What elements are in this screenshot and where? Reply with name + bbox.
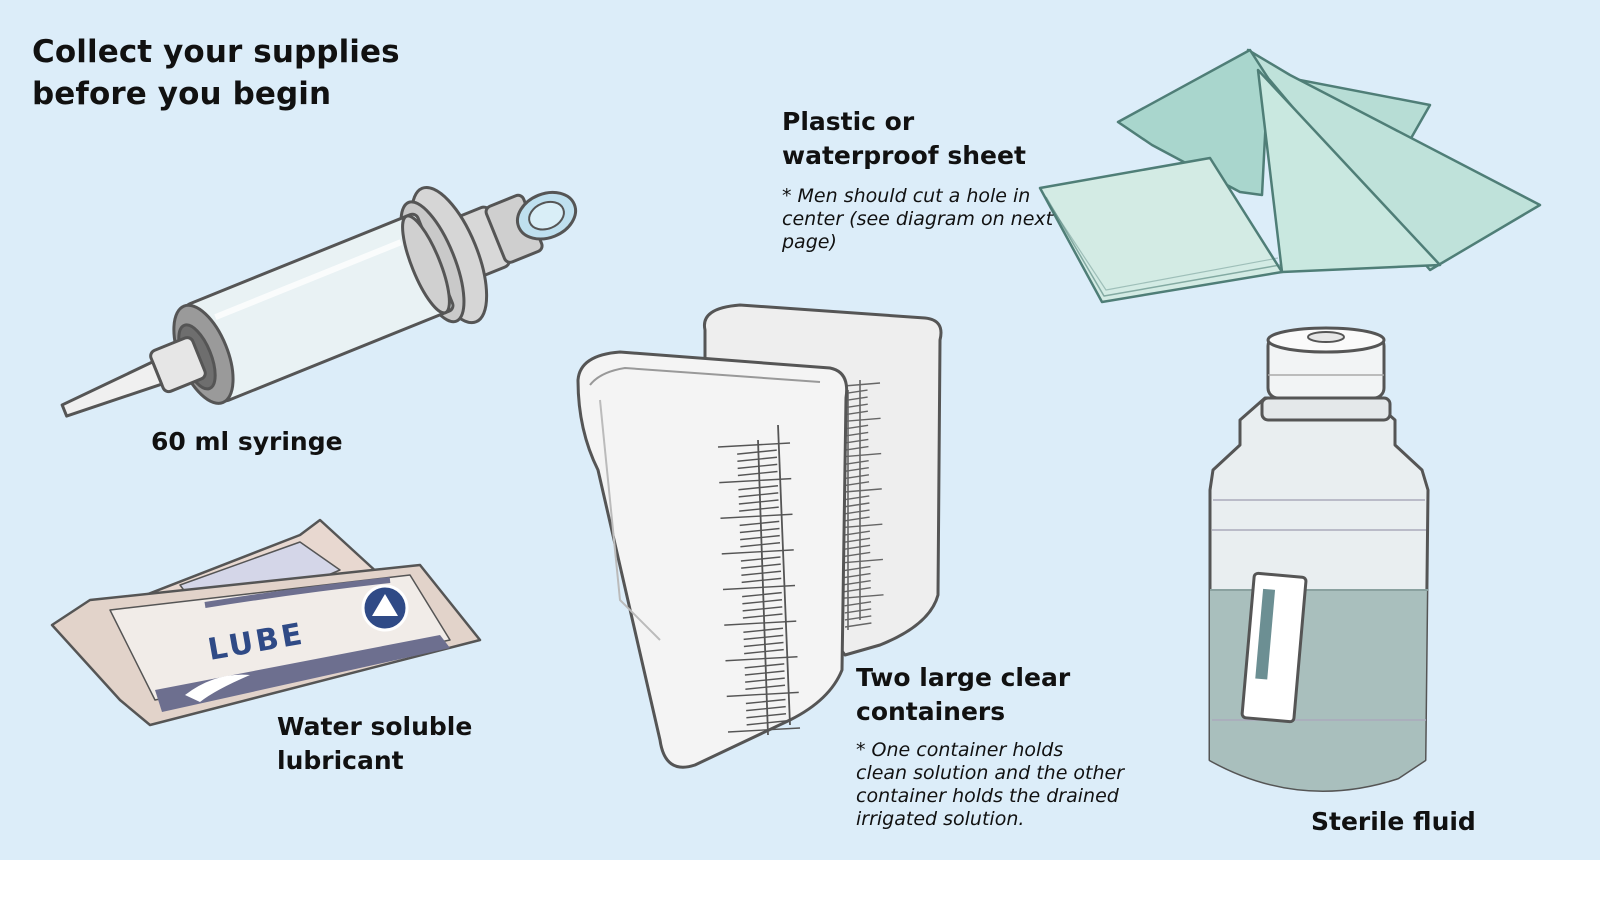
scale-tick [724,620,797,626]
containers-note-line1: * One container holds [856,739,1064,761]
lubricant-packets-icon [50,518,482,727]
scale-tick [737,470,778,477]
scale-tick [742,599,783,605]
containers-note-line3: container holds the drained [856,785,1119,807]
scale-tick [742,606,783,612]
scale-tick [725,656,798,662]
scale-tick [844,615,872,621]
page-heading-line2: before you begin [32,76,332,112]
containers-icon [576,303,943,769]
scale-tick [744,663,785,669]
scale-tick [842,474,870,480]
scale-tick [843,544,871,551]
scale-tick [843,516,870,522]
scale-tick [844,587,871,593]
lubricant-label-line2: lubricant [277,746,404,775]
page-heading: Collect your supplies before you begin [32,31,400,115]
scale-tick [737,463,778,470]
scale-tick [843,565,871,572]
scale-tick [743,627,784,633]
plastic-sheet-icon [1038,48,1542,304]
scale-tick [842,495,870,501]
scale-tick [740,534,780,541]
scale-tick [741,570,782,576]
sheet-label-line1: Plastic or [782,107,915,136]
scale-tick [844,572,871,579]
containers-label: Two large clear containers [856,661,1070,729]
scale-tick [742,591,782,598]
scale-tick [746,705,786,712]
scale-tick [745,698,786,705]
syringe-label: 60 ml syringe [151,427,343,456]
scale-tick [738,499,779,505]
scale-tick [842,502,870,508]
containers-note-line4: irrigated solution. [856,808,1025,830]
scale-tick [745,677,785,683]
scale-tick [843,509,870,515]
scale-tick [722,584,796,591]
scale-tick [842,467,869,473]
scale-tick [741,577,782,584]
scale-tick [746,713,787,719]
scale-tick [843,530,870,536]
scale-tick [746,720,787,726]
scale-tick [744,648,784,655]
scale-tick [738,492,779,498]
scale-tick [726,691,799,698]
page-heading-line1: Collect your supplies [32,34,400,70]
scale-tick [844,601,872,607]
scale-tick [844,608,872,614]
scale-tick [743,634,784,641]
scale-tick [843,537,871,543]
scale-tick [717,442,791,448]
containers-note: * One container holds clean solution and… [856,739,1124,831]
scale-tick [739,520,780,527]
sheet-label: Plastic or waterproof sheet [782,105,1026,173]
illustration-panel: LUBE Collect your supplies before you be… [0,0,1600,860]
supplies-illustration: LUBE [50,48,1542,792]
lubricant-label: Water soluble lubricant [277,710,472,778]
scale-tick [741,563,781,569]
scale-tick [738,485,779,491]
scale-tick [719,477,792,484]
scale-tick [843,551,871,558]
scale-tick [740,542,781,548]
sheet-label-line2: waterproof sheet [782,141,1026,170]
scale-tick [842,481,870,487]
lubricant-label-line1: Water soluble [277,712,473,741]
scale-tick [739,506,779,512]
sheet-note-line3: page) [782,231,837,253]
sterile-fluid-bottle-icon [1208,326,1430,792]
scale-tick [727,727,801,733]
scale-tick [744,670,785,676]
sheet-note: * Men should cut a hole in center (see d… [782,185,1053,254]
scale-tick [844,579,871,586]
scale-tick [844,622,872,628]
containers-note-line2: clean solution and the other [856,762,1125,784]
scale-tick [739,527,780,534]
containers-label-line1: Two large clear [856,663,1071,692]
scale-tick [743,641,784,648]
syringe-icon [60,185,578,418]
sheet-note-line2: center (see diagram on next [782,208,1054,230]
scale-tick [742,613,783,619]
scale-tick [842,459,869,466]
scale-tick [745,684,786,690]
scale-tick [737,456,778,462]
scale-tick [737,449,777,455]
scale-tick [720,513,793,519]
fluid-label: Sterile fluid [1311,807,1476,836]
containers-label-line2: containers [856,697,1006,726]
sheet-note-line1: * Men should cut a hole in [782,185,1031,207]
scale-tick [721,549,794,555]
scale-tick [740,556,781,562]
